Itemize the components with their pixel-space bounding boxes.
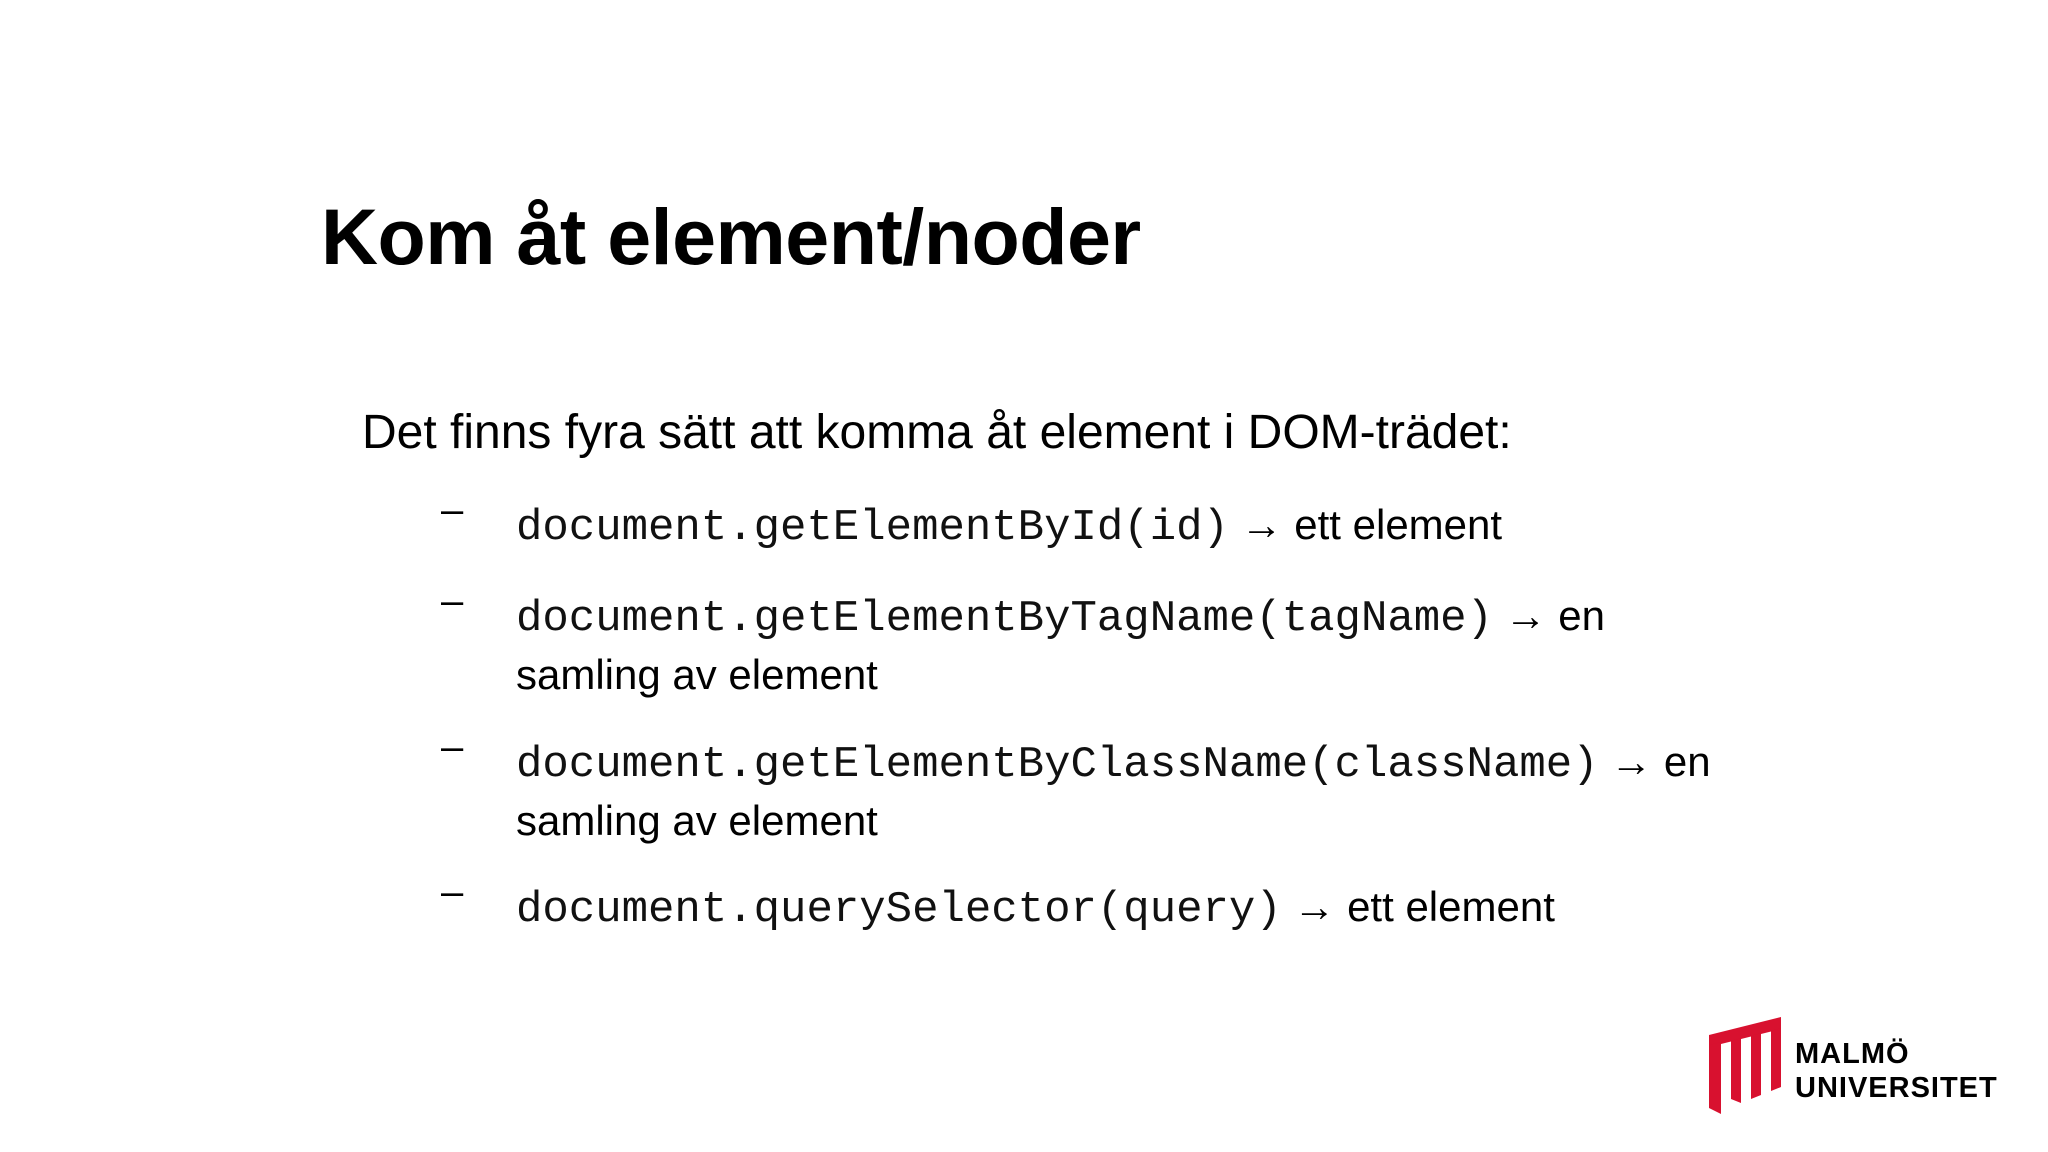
code-snippet: document.querySelector(query) — [516, 885, 1282, 935]
bullet-dash: – — [441, 579, 464, 623]
code-snippet: document.getElementByTagName(tagName) — [516, 594, 1493, 644]
list-item-content: document.getElementByClassName(className… — [516, 734, 1746, 848]
list-item-content: document.getElementByTagName(tagName) → … — [516, 588, 1746, 702]
logo-line-2: UNIVERSITET — [1795, 1072, 1998, 1104]
list-item-content: document.querySelector(query) → ett elem… — [516, 879, 1746, 938]
code-snippet: document.getElementByClassName(className… — [516, 740, 1599, 790]
university-emblem-icon — [1709, 1017, 1781, 1114]
list-item-content: document.getElementById(id) → ett elemen… — [516, 497, 1746, 556]
intro-text: Det finns fyra sätt att komma åt element… — [362, 406, 1512, 459]
bullet-dash: – — [441, 725, 464, 769]
logo-line-1: MALMÖ — [1795, 1038, 1910, 1070]
item-description: → ett element — [1281, 883, 1555, 930]
slide-title: Kom åt element/noder — [321, 192, 1141, 281]
item-description: → ett element — [1228, 501, 1503, 548]
item-description: → en samling av element — [516, 592, 1606, 698]
item-description: → en samling av element — [516, 738, 1711, 844]
bullet-dash: – — [441, 488, 464, 532]
code-snippet: document.getElementById(id) — [516, 503, 1229, 553]
logo-wordmark: MALMÖ UNIVERSITET — [1795, 1037, 1998, 1105]
malmo-universitet-logo: MALMÖ UNIVERSITET — [1709, 1017, 1997, 1117]
bullet-dash: – — [441, 870, 464, 914]
